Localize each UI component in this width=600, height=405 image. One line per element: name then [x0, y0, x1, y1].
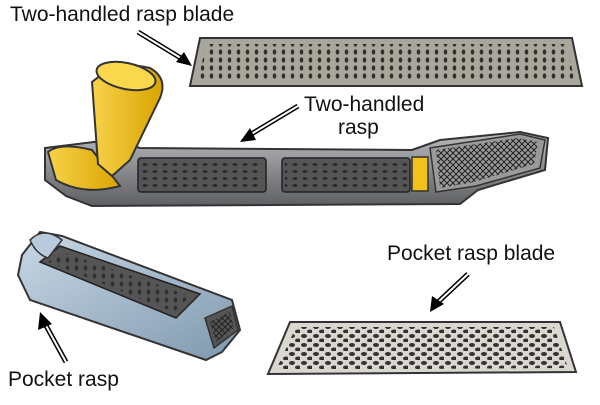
label-pocket-rasp: Pocket rasp	[8, 368, 119, 391]
two-handled-rasp-blade-illustration	[188, 37, 584, 87]
two-handled-rasp-illustration	[44, 60, 550, 208]
pocket-rasp-illustration	[16, 230, 242, 362]
arrow-two-handled-rasp	[240, 103, 300, 142]
pocket-rasp-blade-illustration	[266, 321, 578, 376]
arrow-pocket-rasp-blade	[430, 272, 470, 312]
label-two-handled-rasp-line1: Two-handled	[304, 93, 425, 116]
arrow-pocket-rasp	[38, 312, 69, 364]
label-pocket-rasp-blade: Pocket rasp blade	[387, 242, 556, 265]
label-two-handled-rasp-line2: rasp	[338, 116, 379, 139]
arrow-two-handled-rasp-blade	[136, 29, 192, 66]
label-two-handled-rasp-blade: Two-handled rasp blade	[10, 3, 235, 26]
